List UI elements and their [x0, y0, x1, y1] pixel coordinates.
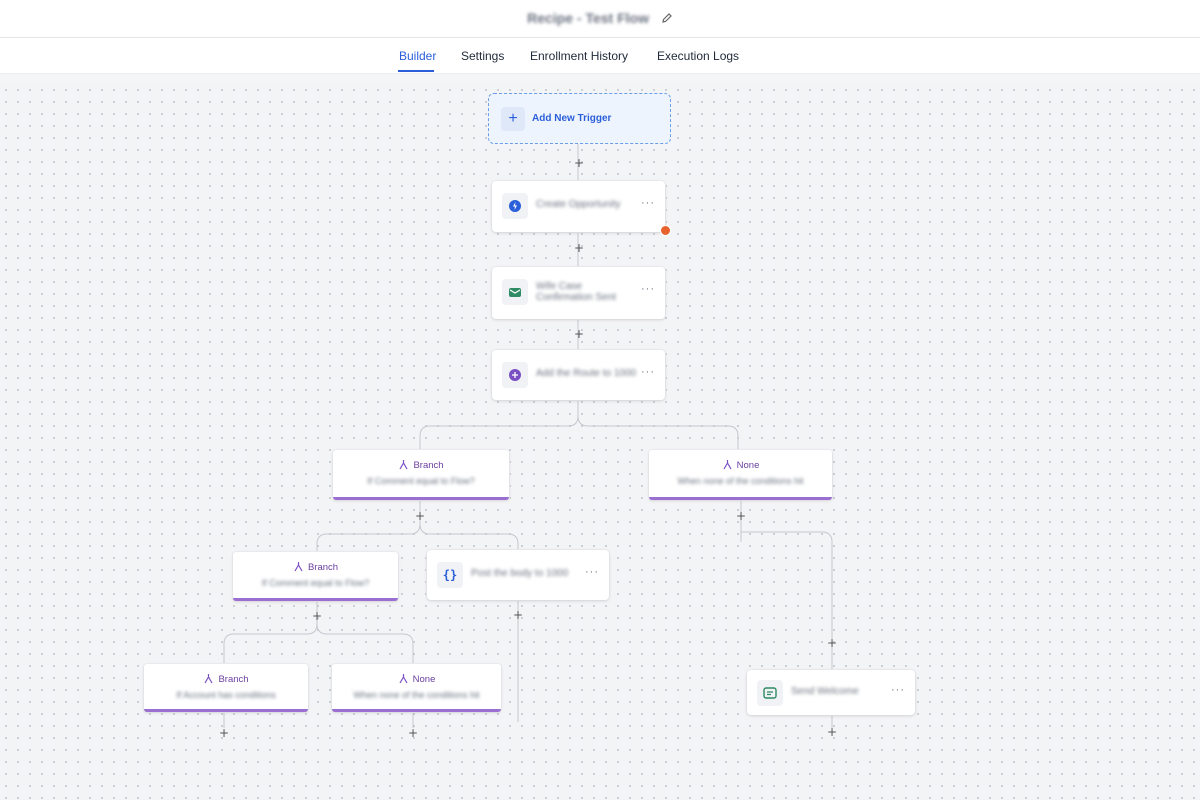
branch-icon	[399, 674, 408, 684]
branch-header: Branch	[233, 561, 398, 573]
none-branch-node[interactable]: None When none of the conditions hit	[332, 664, 501, 712]
branch-condition: If Comment equal to Flow?	[261, 578, 370, 588]
branch-title: None	[736, 460, 760, 471]
add-step-plus[interactable]: +	[826, 636, 838, 650]
flow-title-text: Recipe - Test Flow	[527, 10, 649, 26]
branch-header: None	[332, 673, 501, 685]
action-label: Send Welcome	[791, 686, 859, 697]
add-step-plus[interactable]: +	[735, 509, 747, 523]
action-label: Wife Case Confirmation Sent	[536, 281, 617, 303]
code-brackets-icon: {}	[437, 562, 463, 588]
branch-node[interactable]: Branch If Account has conditions	[144, 664, 308, 712]
add-step-plus[interactable]: +	[311, 609, 323, 623]
tab-settings[interactable]: Settings	[461, 49, 505, 63]
lightning-icon	[502, 193, 528, 219]
error-badge	[660, 225, 671, 236]
branch-header: Branch	[144, 673, 308, 685]
branch-title: Branch	[307, 562, 339, 573]
branch-node[interactable]: Branch If Comment equal to Flow?	[233, 552, 398, 601]
more-options-icon[interactable]: ···	[641, 197, 655, 209]
add-step-plus[interactable]: +	[407, 726, 419, 740]
add-step-plus[interactable]: +	[573, 241, 585, 255]
add-trigger-button[interactable]: + Add New Trigger	[488, 93, 671, 144]
action-card-create-opportunity[interactable]: Create Opportunity ···	[492, 181, 665, 232]
mail-icon	[502, 279, 528, 305]
branch-icon	[723, 460, 732, 470]
edit-pencil-icon[interactable]	[661, 12, 673, 24]
branch-header: None	[649, 459, 832, 471]
tab-execution-logs[interactable]: Execution Logs	[657, 49, 740, 63]
branch-condition: When none of the conditions hit	[353, 690, 480, 700]
more-options-icon[interactable]: ···	[585, 566, 599, 578]
more-options-icon[interactable]: ···	[891, 684, 905, 696]
plus-icon: +	[501, 107, 525, 131]
add-step-plus[interactable]: +	[512, 608, 524, 622]
add-step-plus[interactable]: +	[218, 726, 230, 740]
add-step-plus[interactable]: +	[826, 725, 838, 739]
action-card-add-route[interactable]: Add the Route to 1000 ···	[492, 350, 665, 400]
action-card-post-body[interactable]: {} Post the body to 1000 ···	[427, 550, 609, 600]
add-step-plus[interactable]: +	[573, 156, 585, 170]
action-label: Create Opportunity	[536, 199, 621, 210]
branch-icon	[204, 674, 213, 684]
tab-builder[interactable]: Builder	[399, 49, 437, 63]
branch-condition: If Comment equal to Flow?	[367, 476, 475, 486]
action-card-send-welcome[interactable]: Send Welcome ···	[747, 670, 915, 715]
flow-title: Recipe - Test Flow	[0, 10, 1200, 26]
add-trigger-label: Add New Trigger	[532, 113, 612, 124]
app-header: Recipe - Test Flow	[0, 0, 1200, 38]
active-tab-indicator	[398, 70, 434, 72]
branch-condition: When none of the conditions hit	[677, 476, 804, 486]
add-step-plus[interactable]: +	[573, 327, 585, 341]
more-options-icon[interactable]: ···	[641, 366, 655, 378]
branch-title: Branch	[413, 460, 444, 471]
branch-condition: If Account has conditions	[176, 690, 276, 700]
branch-icon	[399, 460, 408, 470]
branch-header: Branch	[333, 459, 509, 471]
add-step-plus[interactable]: +	[414, 509, 426, 523]
branch-node[interactable]: Branch If Comment equal to Flow?	[333, 450, 509, 500]
action-card-send-email[interactable]: Wife Case Confirmation Sent ···	[492, 267, 665, 319]
plus-circle-icon	[502, 362, 528, 388]
tab-enrollment-history[interactable]: Enrollment History	[530, 49, 629, 63]
tab-bar: Builder Settings Enrollment History Exec…	[0, 38, 1200, 74]
branch-icon	[294, 562, 303, 572]
branch-title: None	[412, 674, 436, 685]
message-icon	[757, 680, 783, 706]
branch-title: Branch	[218, 674, 249, 685]
more-options-icon[interactable]: ···	[641, 283, 655, 295]
action-label: Post the body to 1000	[471, 568, 569, 579]
none-branch-node[interactable]: None When none of the conditions hit	[649, 450, 832, 500]
action-label: Add the Route to 1000	[536, 368, 637, 379]
